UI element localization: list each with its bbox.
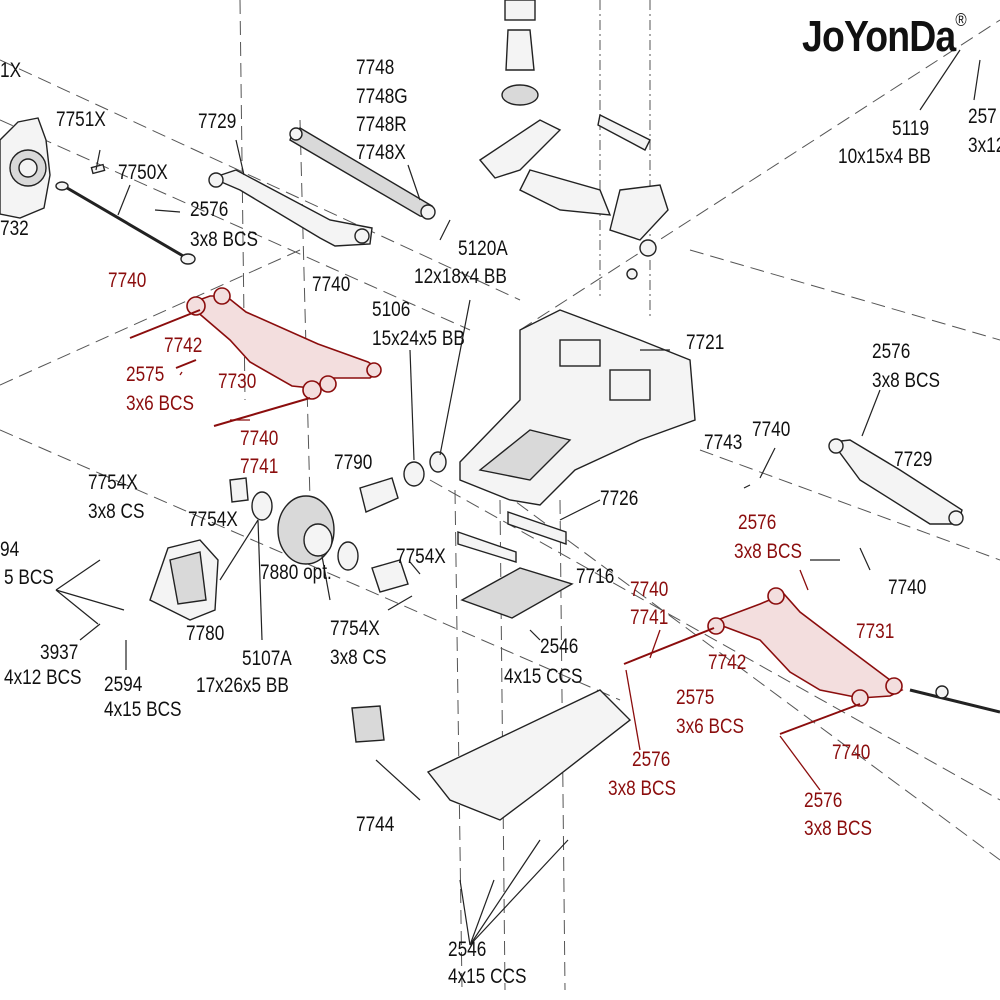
label-94: 94 — [0, 538, 20, 561]
label-15x24x5: 15x24x5 BB — [372, 327, 465, 350]
label-7748r: 7748R — [356, 113, 407, 136]
label-7880-opt: 7880 opt. — [260, 561, 332, 584]
label-7754x-left: 7754X — [88, 471, 138, 494]
label-7751x: 7751X — [56, 108, 106, 131]
label-4x12bcs: 4x12 BCS — [4, 666, 82, 689]
chassis-links-part — [457, 511, 574, 619]
lower-arm-left-part — [129, 287, 382, 427]
label-7754x-mid: 7754X — [188, 508, 238, 531]
steering-assembly-part — [478, 0, 669, 280]
driveshaft-part — [55, 163, 196, 265]
leader-lines — [55, 49, 981, 946]
lower-arm-right-part — [623, 587, 904, 735]
label-7741-red: 7741 — [630, 606, 669, 629]
chassis-part — [459, 309, 696, 506]
label-2576-red-bottom: 2576 — [632, 748, 671, 771]
label-2576-top: 2576 — [190, 198, 229, 221]
label-257: 257 — [968, 105, 997, 128]
brand-logo: JoYonDa® — [802, 10, 967, 62]
label-2575-left: 2575 — [126, 363, 165, 386]
label-2576-red-right: 2576 — [738, 511, 777, 534]
label-4x15ccs-mid: 4x15 CCS — [504, 665, 583, 688]
label-1x: 1X — [0, 59, 22, 82]
label-7731: 7731 — [856, 620, 895, 643]
label-7780: 7780 — [186, 622, 225, 645]
label-7741-left: 7741 — [240, 455, 279, 478]
label-5106: 5106 — [372, 298, 411, 321]
label-12x18x4: 12x18x4 BB — [414, 265, 507, 288]
label-3x8bcs-top: 3x8 BCS — [190, 228, 258, 251]
red-leader-lines — [179, 371, 821, 791]
label-7721: 7721 — [686, 331, 725, 354]
gearbox-part — [149, 539, 219, 621]
label-7730: 7730 — [218, 370, 257, 393]
label-10x15x4: 10x15x4 BB — [838, 145, 931, 168]
label-4x15bcs: 4x15 BCS — [104, 698, 182, 721]
label-17x26x5: 17x26x5 BB — [196, 674, 289, 697]
registered-mark: ® — [955, 10, 966, 30]
label-5120a: 5120A — [458, 237, 508, 260]
label-7726: 7726 — [600, 487, 639, 510]
label-7740-right: 7740 — [752, 418, 791, 441]
label-2576-right: 2576 — [872, 340, 911, 363]
label-7729-right: 7729 — [894, 448, 933, 471]
label-7750x: 7750X — [118, 161, 168, 184]
label-3x8cs-bottom: 3x8 CS — [330, 646, 387, 669]
skid-plate-part — [351, 689, 632, 821]
label-7742-right: 7742 — [708, 651, 747, 674]
right-axle-part — [909, 685, 1000, 714]
label-7740-red-1: 7740 — [108, 269, 147, 292]
label-7729-top: 7729 — [198, 110, 237, 133]
bearings-part — [251, 451, 447, 571]
label-7742-left: 7742 — [164, 334, 203, 357]
label-7743: 7743 — [704, 431, 743, 454]
label-3937: 3937 — [40, 641, 79, 664]
label-7740-red-4: 7740 — [832, 741, 871, 764]
label-4x15ccs-bottom: 4x15 CCS — [448, 965, 527, 988]
label-7748g: 7748G — [356, 85, 408, 108]
brand-name: JoYonDa — [802, 12, 956, 61]
label-5bcs: 5 BCS — [4, 566, 54, 589]
label-3x8bcs-red-right: 3x8 BCS — [734, 540, 802, 563]
label-2546-bottom: 2546 — [448, 938, 487, 961]
label-3x8cs-left: 3x8 CS — [88, 500, 145, 523]
rear-hub-part — [0, 117, 51, 219]
toe-link-part — [289, 127, 436, 220]
differential-part — [229, 477, 409, 593]
label-2594: 2594 — [104, 673, 143, 696]
upper-arm-right-part — [828, 438, 964, 526]
label-7744: 7744 — [356, 813, 395, 836]
label-2546-mid: 2546 — [540, 635, 579, 658]
label-7790: 7790 — [334, 451, 373, 474]
label-3x8bcs-red-bottom-right: 3x8 BCS — [804, 817, 872, 840]
upper-arm-left-part — [208, 169, 373, 247]
label-7716: 7716 — [576, 565, 615, 588]
label-3x12: 3x12 — [968, 134, 1000, 157]
label-732: 732 — [0, 217, 29, 240]
label-7748: 7748 — [356, 56, 395, 79]
label-7748x: 7748X — [356, 141, 406, 164]
label-3x8bcs-red-bottom: 3x8 BCS — [608, 777, 676, 800]
label-7740-red-2: 7740 — [240, 427, 279, 450]
label-5119: 5119 — [892, 117, 930, 140]
label-7740-right-2: 7740 — [888, 576, 927, 599]
label-7754x-bottom: 7754X — [330, 617, 380, 640]
label-2576-red-bottom-right: 2576 — [804, 789, 843, 812]
label-3x8bcs-right: 3x8 BCS — [872, 369, 940, 392]
label-7740-red-3: 7740 — [630, 578, 669, 601]
label-2575-right: 2575 — [676, 686, 715, 709]
label-7754x-right: 7754X — [396, 545, 446, 568]
label-3x6bcs-right: 3x6 BCS — [676, 715, 744, 738]
label-7740-topmid: 7740 — [312, 273, 351, 296]
label-3x6bcs-left: 3x6 BCS — [126, 392, 194, 415]
label-5107a: 5107A — [242, 647, 292, 670]
